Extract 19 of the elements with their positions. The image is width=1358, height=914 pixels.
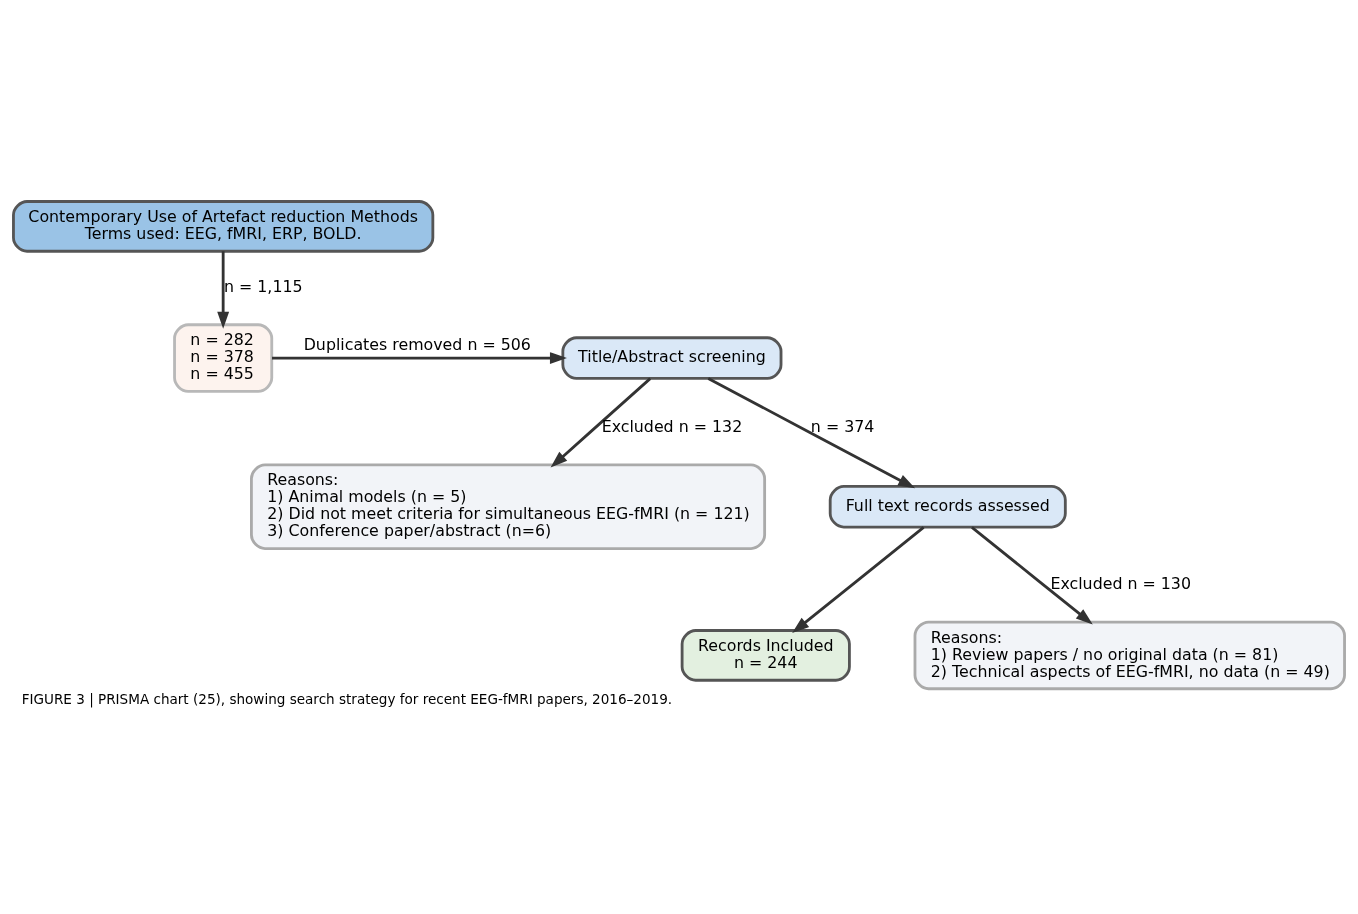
edge-label: Duplicates removed n = 506 xyxy=(303,335,531,355)
arrow xyxy=(217,251,230,329)
arrow xyxy=(550,377,652,468)
node-box: Title/Abstract screening xyxy=(561,336,783,380)
arrow xyxy=(272,352,567,365)
arrow xyxy=(707,377,916,489)
arrow xyxy=(792,526,925,634)
node-box: Full text records assessed xyxy=(828,484,1067,529)
node-box: Contemporary Use of Artefact reduction Methods Terms used: EEG, fMRI, ERP, BOLD. xyxy=(12,200,435,253)
node-box: Records Included n = 244 xyxy=(680,629,851,682)
node-box: Reasons: 1) Review papers / no original data (n = 81) 2) Technical aspects of EEG-fMRI, no data (n = 49) xyxy=(913,620,1346,691)
node-box: n = 282 n = 378 n = 455 xyxy=(173,323,274,393)
caption: FIGURE 3 | PRISMA chart (25), showing search strategy for recent EEG-fMRI papers, 2016–2019. xyxy=(21,691,673,708)
node-box: Reasons: 1) Animal models (n = 5) 2) Did not meet criteria for simultaneous EEG-fMRI (n = 121) 3) Conference paper/abstract (n=6) xyxy=(250,463,767,550)
arrow xyxy=(971,526,1093,625)
edge-label: n = 374 xyxy=(810,417,875,437)
edge-label: n = 1,115 xyxy=(223,277,303,297)
edge-label: Excluded n = 132 xyxy=(601,417,743,437)
edge-label: Excluded n = 130 xyxy=(1050,574,1191,594)
